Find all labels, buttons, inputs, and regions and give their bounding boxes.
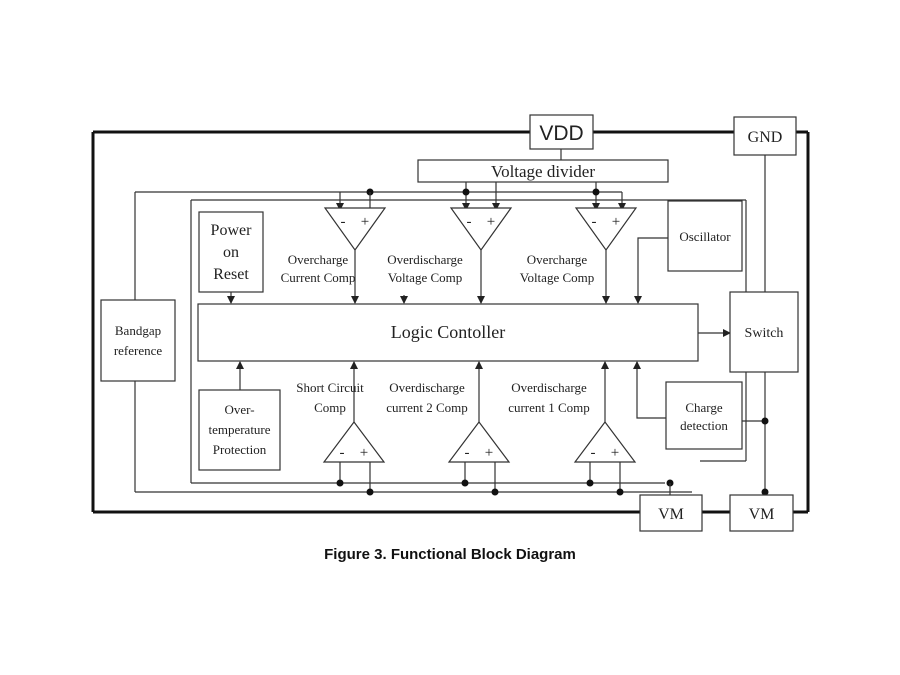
bandgap-label-1: Bandgap	[115, 323, 161, 338]
voltage-divider-block: Voltage divider	[417, 159, 669, 183]
svg-text:+: +	[612, 214, 620, 230]
svg-text:-: -	[465, 445, 470, 461]
charge-detection-block: Charge detection	[665, 381, 743, 450]
overdischarge-current-1-comp: - + Overdischarge current 1 Comp	[508, 380, 637, 463]
svg-text:-: -	[340, 445, 345, 461]
vm-right-label: VM	[749, 506, 775, 523]
switch-label: Switch	[745, 326, 784, 341]
por-line-1: Power	[211, 222, 253, 239]
overcharge-current-comp-label-1: Overcharge	[288, 252, 349, 267]
svg-text:-: -	[591, 445, 596, 461]
por-line-3: Reset	[213, 266, 249, 283]
vdd-pin: VDD	[529, 114, 594, 150]
svg-text:+: +	[611, 445, 619, 461]
logic-controller-block: Logic Contoller	[197, 303, 699, 362]
svg-text:-: -	[341, 214, 346, 230]
charge-detection-label-2: detection	[680, 418, 728, 433]
vm-pin-left: VM	[639, 494, 703, 532]
outer-bus	[91, 130, 810, 514]
overdischarge-current-1-comp-label-2: current 1 Comp	[508, 400, 590, 415]
overdischarge-current-2-comp-label-1: Overdischarge	[389, 380, 465, 395]
overcharge-voltage-comp-label-1: Overcharge	[527, 252, 588, 267]
bandgap-label-2: reference	[114, 343, 163, 358]
svg-text:-: -	[592, 214, 597, 230]
gnd-pin: GND	[733, 116, 797, 156]
svg-text:-: -	[467, 214, 472, 230]
por-line-2: on	[223, 244, 239, 261]
overdischarge-voltage-comp: - + Overdischarge Voltage Comp	[387, 207, 513, 285]
charge-detection-label-1: Charge	[685, 400, 723, 415]
vdd-label: VDD	[539, 122, 583, 145]
over-temperature-protection-block: Over- temperature Protection	[198, 389, 281, 471]
over-temp-line-3: Protection	[213, 442, 267, 457]
over-temp-line-1: Over-	[224, 402, 254, 417]
logic-controller-label: Logic Contoller	[391, 322, 505, 342]
divider-taps	[462, 182, 600, 211]
vm-pin-right: VM	[729, 494, 794, 532]
voltage-divider-label: Voltage divider	[491, 162, 595, 181]
figure-caption: Figure 3. Functional Block Diagram	[324, 546, 576, 563]
reference-bus	[134, 188, 692, 493]
inner-frame	[190, 199, 747, 484]
power-on-reset-block: Power on Reset	[198, 211, 264, 293]
short-circuit-comp-label-1: Short Circuit	[296, 380, 364, 395]
overcharge-current-comp: - + Overcharge Current Comp	[281, 207, 387, 285]
overdischarge-current-2-comp: - + Overdischarge current 2 Comp	[386, 380, 511, 463]
oscillator-label: Oscillator	[679, 229, 731, 244]
svg-text:+: +	[485, 445, 493, 461]
overcharge-voltage-comp: - + Overcharge Voltage Comp	[520, 207, 638, 285]
vm-left-label: VM	[658, 506, 684, 523]
overdischarge-current-2-comp-label-2: current 2 Comp	[386, 400, 468, 415]
svg-text:+: +	[361, 214, 369, 230]
switch-block: Switch	[729, 291, 799, 373]
overdischarge-voltage-comp-label-1: Overdischarge	[387, 252, 463, 267]
over-temp-line-2: temperature	[208, 422, 270, 437]
overcharge-current-comp-label-2: Current Comp	[281, 270, 356, 285]
short-circuit-comp: - + Short Circuit Comp	[296, 380, 386, 463]
svg-text:+: +	[487, 214, 495, 230]
overdischarge-current-1-comp-label-1: Overdischarge	[511, 380, 587, 395]
short-circuit-comp-label-2: Comp	[314, 400, 346, 415]
overcharge-voltage-comp-label-2: Voltage Comp	[520, 270, 595, 285]
oscillator-block: Oscillator	[667, 200, 743, 272]
gnd-label: GND	[748, 129, 783, 146]
overdischarge-voltage-comp-label-2: Voltage Comp	[388, 270, 463, 285]
svg-text:+: +	[360, 445, 368, 461]
bandgap-reference-block: Bandgap reference	[100, 299, 176, 382]
